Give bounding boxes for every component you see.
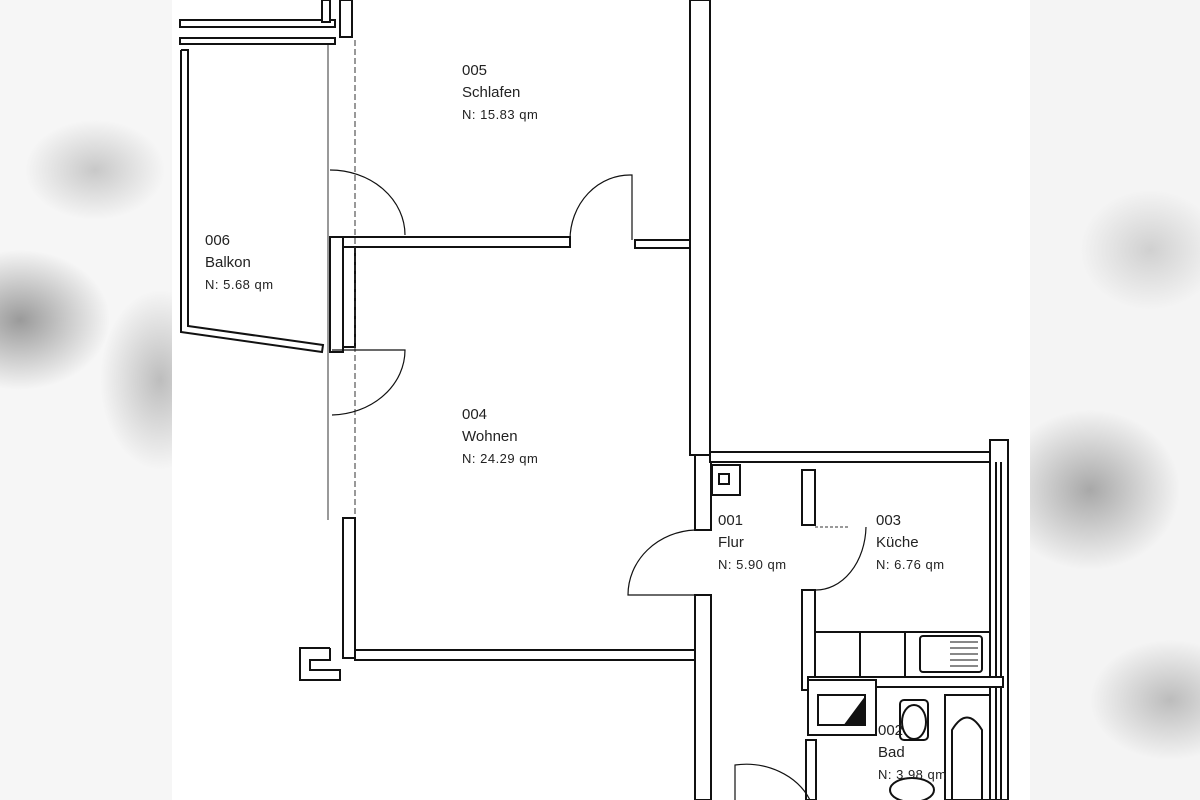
- wall: [689, 0, 711, 456]
- blurred-background-right: [1030, 0, 1200, 800]
- room-area: N: 3.98 qm: [878, 767, 947, 782]
- wall: [801, 469, 816, 526]
- room-schlafen: 005 Schlafen N: 15.83 qm: [462, 60, 538, 126]
- balcony-railing: [180, 49, 325, 354]
- room-number: 003: [876, 512, 902, 529]
- room-number: 006: [205, 232, 231, 249]
- wall: [179, 19, 336, 28]
- wall: [321, 0, 331, 23]
- room-area: N: 24.29 qm: [462, 451, 539, 466]
- wall: [179, 37, 336, 45]
- room-name: Schlafen: [462, 84, 521, 101]
- room-name: Balkon: [205, 254, 251, 271]
- room-flur: 001 Flur N: 5.90 qm: [718, 510, 787, 576]
- door-arc: [569, 174, 633, 241]
- room-area: N: 15.83 qm: [462, 107, 539, 122]
- room-balkon: 006 Balkon N: 5.68 qm: [205, 230, 274, 296]
- room-area: N: 5.90 qm: [718, 557, 787, 572]
- room-name: Küche: [876, 534, 919, 551]
- door-arc: [734, 763, 811, 800]
- wall: [709, 451, 996, 463]
- room-area: N: 5.68 qm: [205, 277, 274, 292]
- wall: [342, 517, 356, 659]
- wall: [989, 439, 1009, 800]
- room-name: Wohnen: [462, 428, 518, 445]
- wall: [354, 649, 696, 661]
- room-number: 005: [462, 62, 488, 79]
- door-arc: [814, 526, 867, 591]
- door-arc: [627, 529, 696, 596]
- wall: [694, 454, 712, 531]
- room-bad: 002 Bad N: 3.98 qm: [878, 720, 947, 786]
- room-wohnen: 004 Wohnen N: 24.29 qm: [462, 404, 538, 470]
- door-arc: [329, 169, 406, 236]
- wall: [329, 236, 571, 248]
- room-name: Flur: [718, 534, 744, 551]
- wall: [801, 589, 816, 691]
- room-name: Bad: [878, 744, 905, 761]
- door-swings: [329, 169, 867, 800]
- wall: [329, 236, 344, 353]
- wall: [634, 239, 691, 249]
- room-number: 002: [878, 722, 904, 739]
- wall: [339, 0, 353, 38]
- blurred-background-left: [0, 0, 172, 800]
- wall: [342, 246, 356, 348]
- room-number: 001: [718, 512, 744, 529]
- washbasin: [889, 777, 935, 800]
- door-arc: [331, 349, 406, 416]
- wall: [694, 594, 712, 800]
- room-number: 004: [462, 406, 488, 423]
- wall-corner: [299, 647, 341, 681]
- room-area: N: 6.76 qm: [876, 557, 945, 572]
- room-kueche: 003 Küche N: 6.76 qm: [876, 510, 945, 576]
